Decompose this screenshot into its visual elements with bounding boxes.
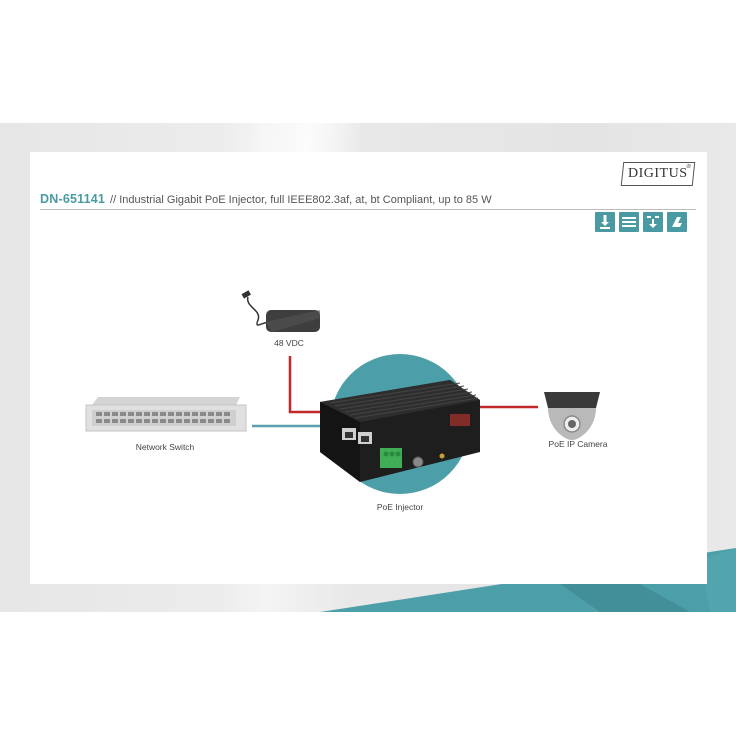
ip-camera-label: PoE IP Camera (548, 439, 608, 449)
title-divider (40, 209, 696, 210)
product-title: DN-651141 // Industrial Gigabit PoE Injec… (40, 192, 492, 208)
network-switch-icon (85, 397, 247, 432)
gigabit-feature-icon (619, 212, 639, 232)
product-card: DIGITUS ® DN-651141// Industrial Gigabit… (30, 152, 707, 584)
poe-injector-label: PoE Injector (376, 502, 424, 512)
power-supply-icon (241, 290, 320, 332)
din-rail-feature-icon (667, 212, 687, 232)
poe-feature-icon (595, 212, 615, 232)
power-supply-label: 48 VDC (274, 338, 304, 348)
feature-icons (595, 212, 687, 232)
power-cable-line (288, 356, 328, 414)
ip-camera-icon (544, 392, 600, 440)
model-number: DN-651141 (40, 192, 106, 206)
network-switch-label: Network Switch (135, 442, 195, 452)
power-range-feature-icon (643, 212, 663, 232)
product-description: // Industrial Gigabit PoE Injector, full… (110, 194, 492, 206)
poe-injector-icon (320, 354, 480, 494)
connection-diagram (85, 290, 600, 494)
